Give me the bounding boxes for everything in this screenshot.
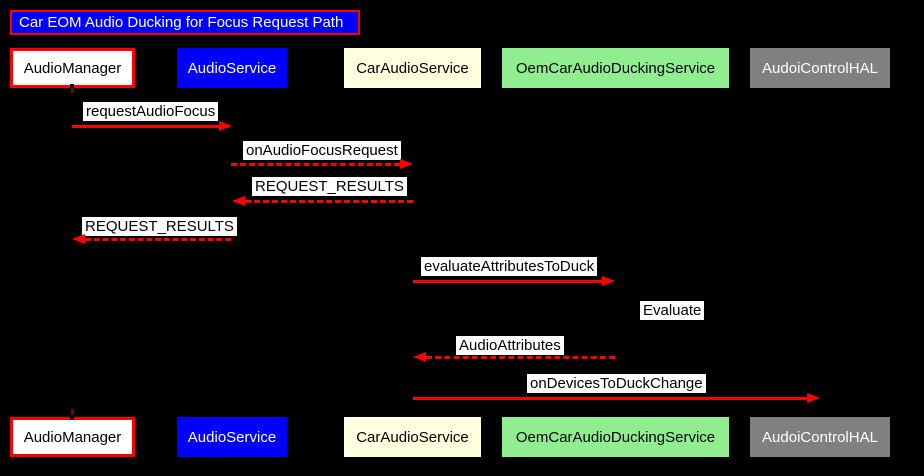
- message-arrow-evaluateattributestoduck: [413, 280, 602, 283]
- arrowhead-left-icon: [72, 234, 85, 244]
- lifeline-tick: [70, 415, 74, 420]
- message-arrow-ondevicestoduckchange: [413, 397, 807, 400]
- message-label-evaluate: Evaluate: [640, 301, 705, 320]
- message-arrow-requestaudiofocus: [72, 125, 219, 128]
- lifeline-tick: [70, 84, 74, 89]
- message-arrow-audioattributes: [426, 356, 615, 359]
- arrowhead-left-icon: [413, 352, 426, 362]
- participant-audiomanager-bottom: AudioManager: [10, 417, 135, 457]
- participant-oemcaraudioduckingservice-top: OemCarAudioDuckingService: [502, 48, 729, 88]
- arrowhead-right-icon: [602, 276, 615, 286]
- arrowhead-right-icon: [219, 121, 232, 131]
- message-label-request-results-1: REQUEST_RESULTS: [252, 177, 407, 196]
- participant-audiomanager-top: AudioManager: [10, 48, 135, 88]
- participant-audioservice-top: AudioService: [177, 48, 287, 88]
- message-label-requestaudiofocus: requestAudioFocus: [83, 102, 219, 121]
- arrowhead-right-icon: [400, 159, 413, 169]
- participant-caraudioservice-top: CarAudioService: [344, 48, 481, 88]
- message-label-request-results-2: REQUEST_RESULTS: [82, 217, 237, 236]
- participant-audoicontrolhal-bottom: AudoiControlHAL: [750, 417, 890, 457]
- message-arrow-onaudiofocusrequest: [231, 163, 400, 166]
- participant-audoicontrolhal-top: AudoiControlHAL: [750, 48, 890, 88]
- message-label-audioattributes: AudioAttributes: [456, 336, 564, 355]
- lifeline-stub: [71, 409, 74, 417]
- arrowhead-right-icon: [807, 393, 820, 403]
- message-label-onaudiofocusrequest: onAudioFocusRequest: [243, 141, 401, 160]
- lifeline-stub: [71, 88, 74, 93]
- diagram-title: Car EOM Audio Ducking for Focus Request …: [10, 10, 360, 35]
- message-label-ondevicestoduckchange: onDevicesToDuckChange: [527, 374, 706, 393]
- participant-oemcaraudioduckingservice-bottom: OemCarAudioDuckingService: [502, 417, 729, 457]
- message-label-evaluateattributestoduck: evaluateAttributesToDuck: [421, 257, 598, 276]
- participant-audioservice-bottom: AudioService: [177, 417, 287, 457]
- message-arrow-request-results-1: [245, 200, 413, 203]
- message-arrow-request-results-2: [85, 238, 231, 241]
- participant-caraudioservice-bottom: CarAudioService: [344, 417, 481, 457]
- arrowhead-left-icon: [232, 196, 245, 206]
